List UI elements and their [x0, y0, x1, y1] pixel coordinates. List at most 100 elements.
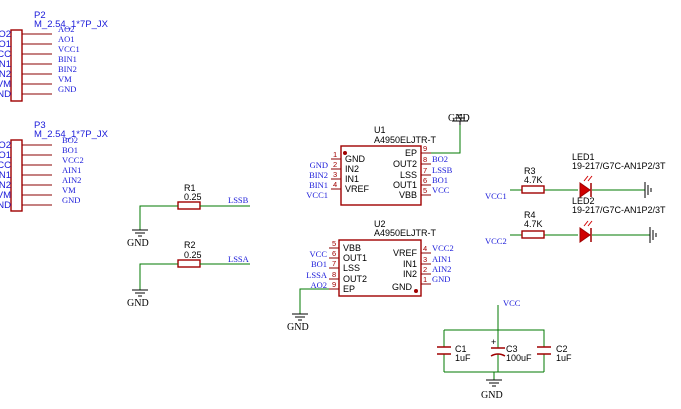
c2-value: 1uF: [556, 353, 572, 363]
r1-body: [177, 201, 201, 210]
u2-pin-out1: OUT1: [343, 253, 367, 263]
resistor-r1[interactable]: R1 0.25 LSSB GND: [127, 183, 250, 249]
u1-pin-out1: OUT1: [393, 180, 417, 190]
caps-gnd-label: GND: [481, 390, 503, 401]
u2-pinnum-8: 8: [332, 270, 336, 279]
u2-pinnum-6: 6: [332, 249, 336, 258]
connector-p3[interactable]: P3 M_2.54_1*7P_JX BO2 BO1 VCC AIN1 AIN2 …: [0, 120, 109, 212]
u1-net-bin2: BIN2: [309, 170, 328, 180]
p2-net-7: GND: [58, 84, 76, 94]
u2-pinnum-3: 3: [423, 255, 427, 264]
u1-pin-gnd: GND: [345, 154, 366, 164]
u1-pin1-dot: [343, 151, 347, 155]
gnd-symbol: [486, 379, 502, 387]
r3-value: 4.7K: [524, 175, 543, 185]
p2-pin-5: BIN2: [0, 69, 11, 80]
u2-net-bo1: BO1: [311, 259, 327, 269]
u2-pin-gnd: GND: [392, 282, 413, 292]
led2-net-label: VCC2: [485, 236, 507, 246]
u2-net-vcc2: VCC2: [432, 243, 454, 253]
u2-net-vcc: VCC: [310, 249, 328, 259]
p2-net-6: VM: [58, 74, 72, 84]
u1-net-vcc: VCC: [432, 185, 450, 195]
r4-body: [521, 230, 545, 239]
u1-pinnum-7: 7: [423, 166, 427, 175]
p3-net-5: AIN2: [62, 175, 81, 185]
led2-part: 19-217/G7C-AN1P2/3T: [572, 205, 666, 215]
u2-pin1-dot: [414, 289, 418, 293]
r1-ref: R1: [184, 183, 196, 193]
u1-pin-ep: EP: [405, 148, 417, 158]
u1-pin-vref: VREF: [345, 184, 370, 194]
r2-body: [177, 259, 201, 268]
cap-c1: [437, 346, 451, 355]
resistor-r2[interactable]: R2 0.25 LSSA GND: [127, 240, 250, 309]
p3-body: [10, 139, 23, 212]
p2-net-5: BIN2: [58, 64, 77, 74]
r4-value: 4.7K: [524, 219, 543, 229]
u2-pin-lss: LSS: [343, 263, 360, 273]
u1-pinnum-1: 1: [333, 150, 337, 159]
c3-value: 100uF: [506, 353, 532, 363]
p3-pin-3: VCC: [0, 160, 11, 171]
c3-ref: C3: [506, 344, 518, 354]
u1-net-lssb: LSSB: [432, 165, 453, 175]
r1-value: 0.25: [184, 192, 202, 202]
u1-pinnum-3: 3: [333, 170, 337, 179]
p2-pin-4: BIN1: [0, 59, 11, 70]
ic-u1[interactable]: U1 A4950ELJTR-T GND IN2 IN1 VREF 1 2 3 V…: [306, 113, 470, 206]
p3-pin-6: VM: [0, 190, 11, 201]
r2-ref: R2: [184, 240, 196, 250]
p2-net-3: VCC1: [58, 44, 80, 54]
p2-pin-1: AO2: [0, 29, 11, 40]
u2-pinnum-9: 9: [332, 280, 336, 289]
p2-body: [10, 29, 23, 102]
led1-branch[interactable]: R3 4.7K LED1 19-217/G7C-AN1P2/3T VCC1: [485, 152, 666, 201]
p2-pin-6: VM: [0, 79, 11, 90]
u1-pin-lss: LSS: [400, 170, 417, 180]
p3-pin-7: GND: [0, 200, 11, 211]
u1-pinnum-6: 6: [423, 176, 427, 185]
u2-gnd-label: GND: [287, 322, 309, 333]
u1-ref: U1: [374, 125, 386, 135]
p3-pin-4: AIN1: [0, 170, 11, 181]
u1-pin-in2: IN2: [345, 164, 359, 174]
r4-ref: R4: [524, 210, 536, 220]
u1-pinnum-5: 5: [423, 186, 427, 195]
u2-pinnum-4: 4: [423, 244, 427, 253]
led2-symbol: [579, 220, 593, 243]
c1-ref: C1: [455, 344, 467, 354]
r2-gnd-label: GND: [127, 298, 149, 309]
u1-net-bin1: BIN1: [309, 180, 328, 190]
cap-c2: [537, 346, 551, 355]
ic-u2[interactable]: U2 A4950ELJTR-T VBB OUT1 LSS OUT2 EP 5 6…: [287, 219, 454, 333]
u1-net-bo1: BO1: [432, 175, 448, 185]
gnd-symbol: [644, 182, 652, 198]
u1-pinnum-2: 2: [333, 160, 337, 169]
u1-pin-in1: IN1: [345, 174, 359, 184]
p3-pin-1: BO2: [0, 140, 11, 151]
u2-net-ain2: AIN2: [432, 264, 451, 274]
u2-pin-in1: IN1: [403, 259, 417, 269]
u1-net-gnd: GND: [310, 160, 328, 170]
connector-p2[interactable]: P2 M_2.54_1*7P_JX AO2 AO1 VCC BIN1 BIN2 …: [0, 10, 109, 102]
p3-net-4: AIN1: [62, 165, 81, 175]
u2-pin-ep: EP: [343, 284, 355, 294]
capacitor-bank[interactable]: VCC C1 1uF C3 100uF + C2 1uF GND: [437, 298, 572, 401]
u1-pin-out2: OUT2: [393, 159, 417, 169]
r1-net-label: LSSB: [228, 195, 249, 205]
led1-symbol: [579, 175, 593, 198]
u1-pinnum-8: 8: [423, 155, 427, 164]
u1-net-vcc1: VCC1: [306, 190, 328, 200]
p3-net-6: VM: [62, 185, 76, 195]
u2-ref: U2: [374, 219, 386, 229]
c1-value: 1uF: [455, 353, 471, 363]
p2-net-1: AO2: [58, 24, 75, 34]
r2-net-label: LSSA: [228, 254, 250, 264]
p3-pin-5: AIN2: [0, 180, 11, 191]
u2-pin-vref: VREF: [393, 248, 418, 258]
led2-branch[interactable]: R4 4.7K LED2 19-217/G7C-AN1P2/3T VCC2: [485, 196, 666, 246]
gnd-symbol: [132, 229, 148, 237]
u2-pin-out2: OUT2: [343, 274, 367, 284]
